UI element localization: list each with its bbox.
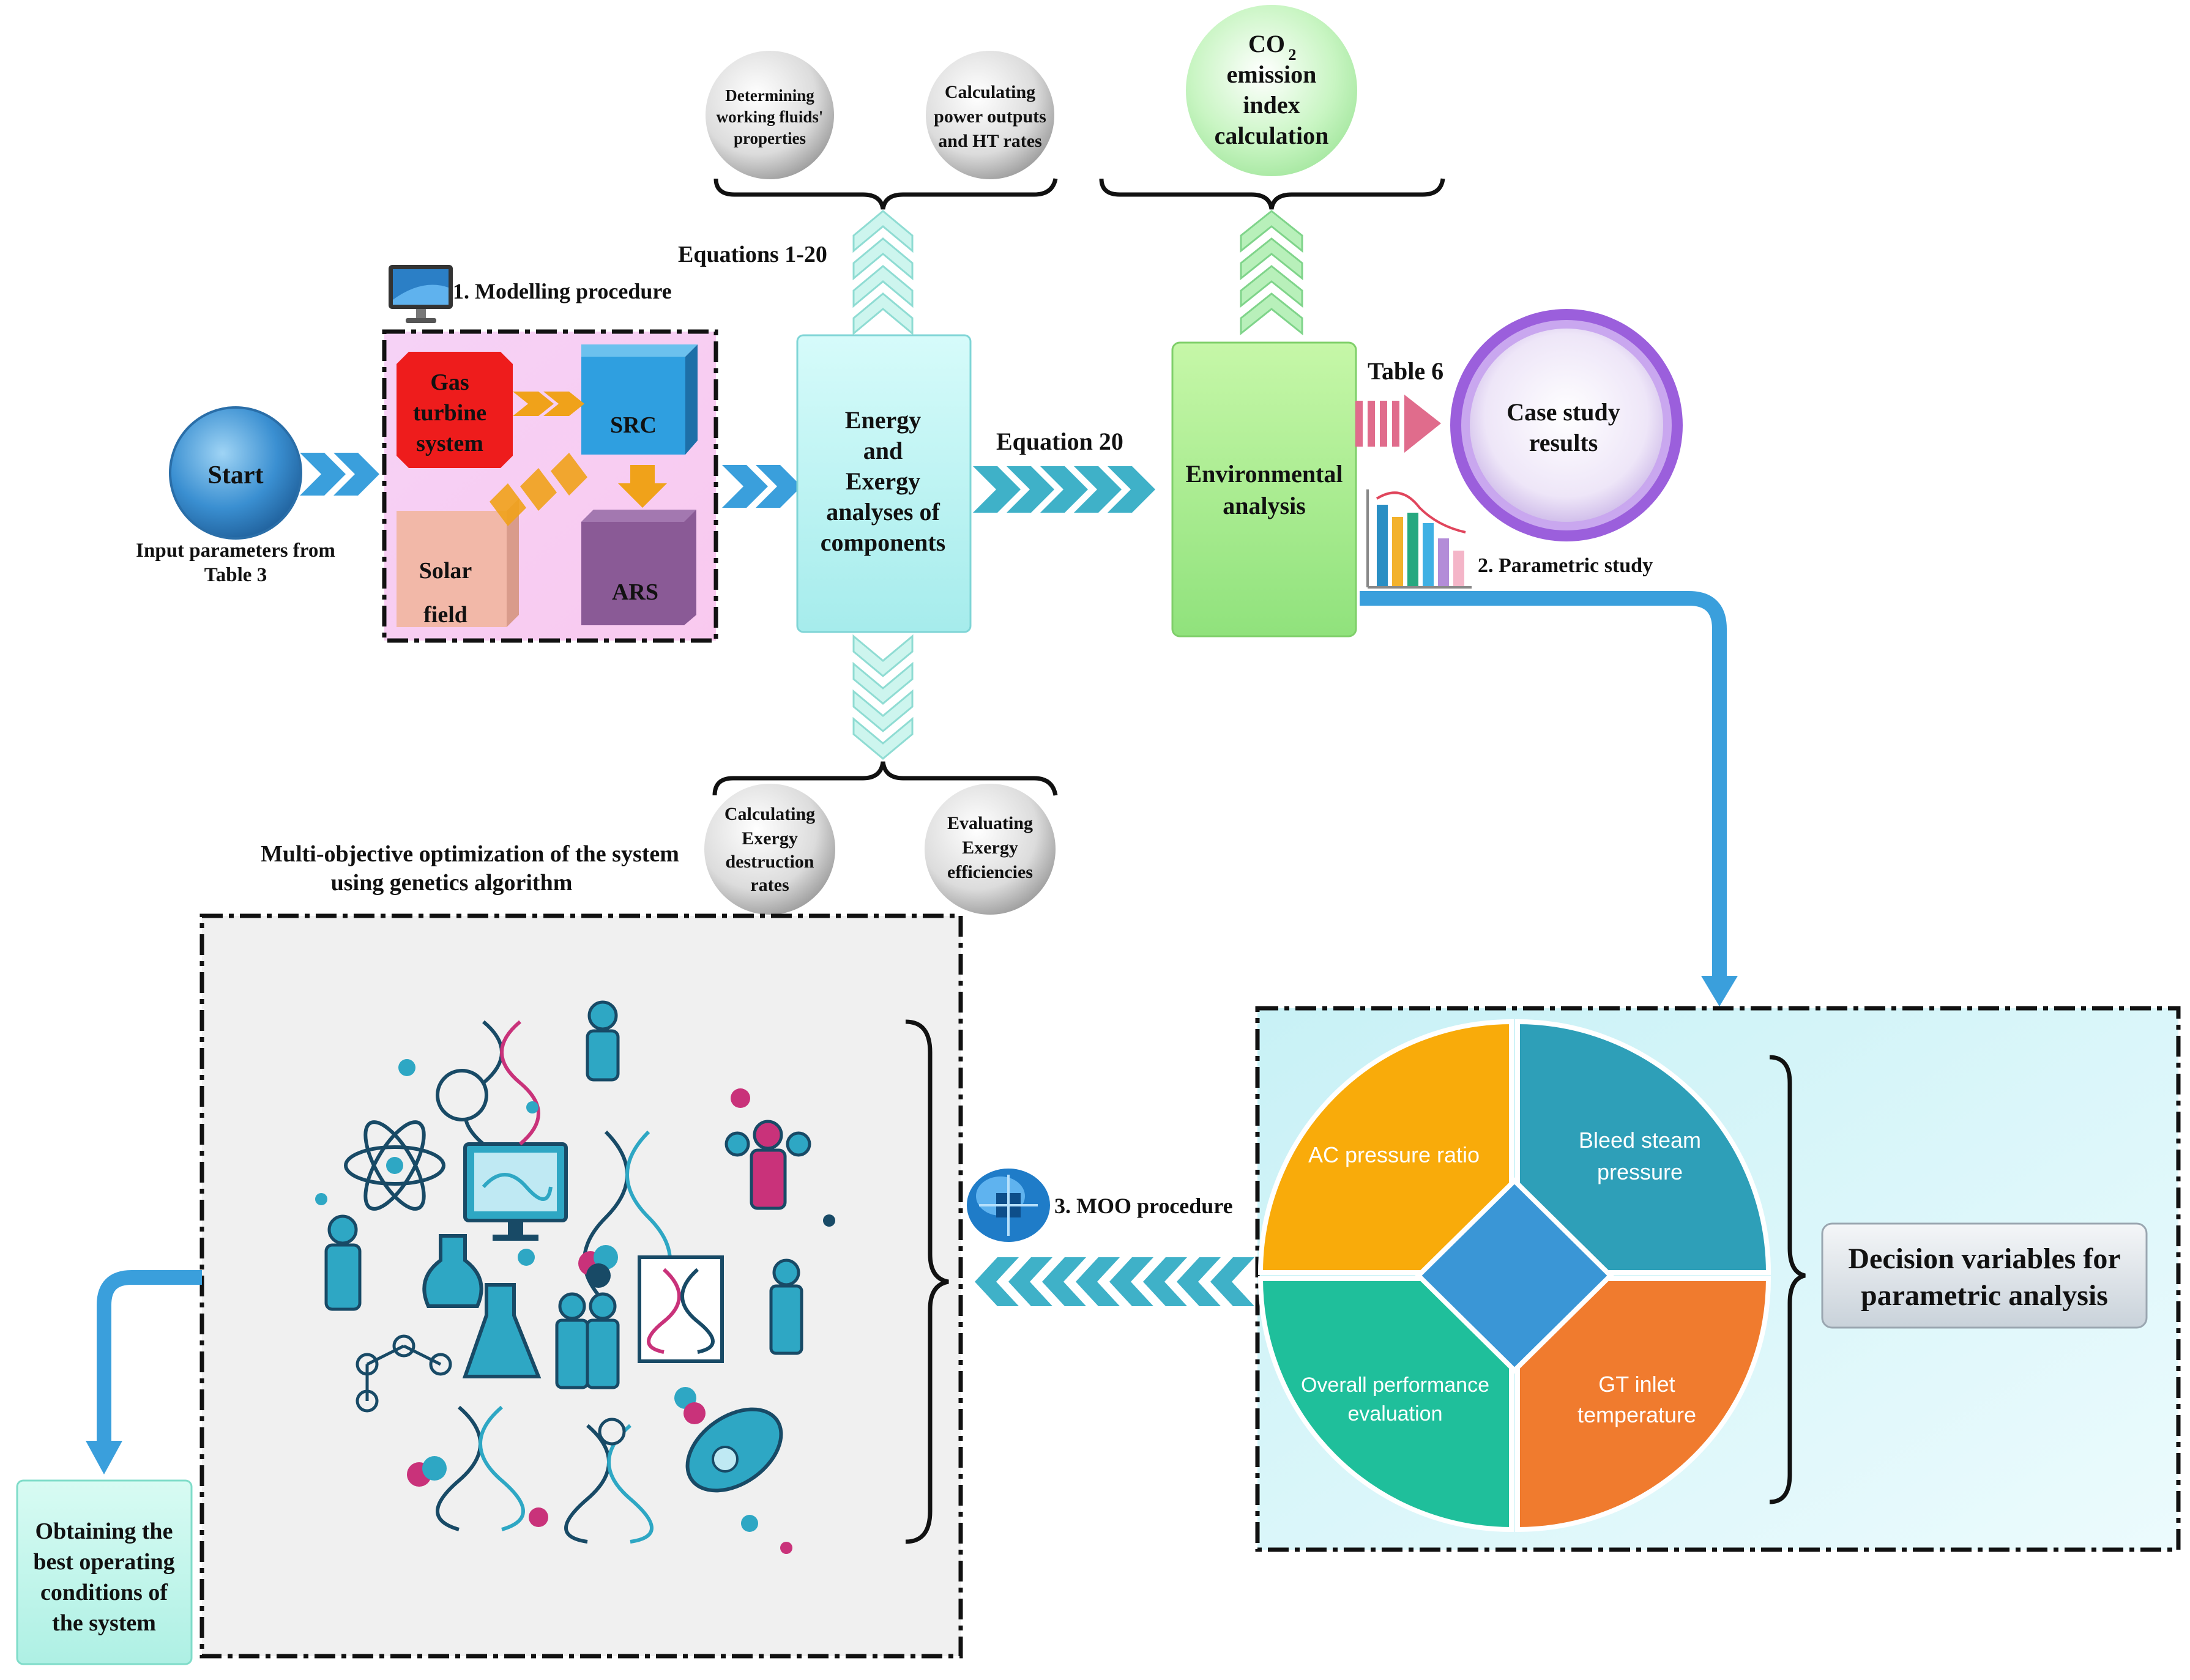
chevron-arrow-moo	[975, 1257, 1254, 1306]
input-params-line1: Input parameters from	[136, 540, 335, 562]
evaluating-efficiencies-node: Evaluating Exergy efficiencies	[925, 784, 1056, 915]
science-collage-icon	[306, 1000, 863, 1563]
table6-label: Table 6	[1368, 357, 1443, 385]
labels-best-line1: Obtaining the	[35, 1518, 173, 1544]
table6-arrow	[1355, 395, 1441, 453]
labels-det-line1: Determining	[725, 86, 814, 105]
chevron-stack-up-env	[1240, 210, 1303, 336]
bleed-steam-line2: pressure	[1597, 1159, 1683, 1184]
decision-variables-box: Decision variables for parametric analys…	[1821, 1222, 2148, 1329]
calculating-exergy-destruction-node: Calculating Exergy destruction rates	[704, 784, 835, 915]
connector-to-decision-panel	[1360, 591, 1727, 976]
decision-variables-pie: AC pressure ratio Bleed steam pressure O…	[1257, 1019, 1771, 1533]
labels-best-line3: conditions of	[40, 1580, 168, 1605]
labels-best-line2: best operating	[33, 1549, 174, 1575]
labels-energy-line2: and	[863, 437, 903, 464]
labels-energy-line4: analyses of	[826, 498, 940, 526]
labels-energy-line5: components	[821, 529, 945, 556]
moo-procedure-label: 3. MOO procedure	[1054, 1194, 1233, 1218]
labels-det-line3: properties	[734, 129, 806, 147]
co2-emission-node: CO 2 emission index calculation	[1186, 5, 1357, 176]
moo-title-line1: Multi-objective optimization of the syst…	[261, 841, 679, 867]
gas-turbine-block: Gas turbine system	[397, 352, 513, 468]
labels-co2-line4: calculation	[1215, 122, 1329, 149]
labels-eval-line2: Exergy	[962, 838, 1018, 858]
environmental-box: Environmental analysis	[1171, 341, 1357, 637]
labels-calc-ex-line2: Exergy	[742, 828, 798, 849]
brace-decision	[1769, 1055, 1806, 1504]
equations-1-20-label: Equations 1-20	[678, 242, 827, 267]
brace-moo	[905, 1019, 949, 1544]
src-block: SRC	[581, 344, 698, 455]
brain-chip-icon	[967, 1169, 1050, 1242]
chevron-arrow-start	[300, 453, 379, 496]
overall-performance-line2: evaluation	[1347, 1402, 1442, 1425]
labels-calc-power-line3: and HT rates	[938, 131, 1041, 151]
labels-decision-line2: parametric analysis	[1861, 1279, 2108, 1312]
labels-src: SRC	[610, 412, 657, 438]
parametric-study-label: 2. Parametric study	[1478, 554, 1653, 577]
bleed-steam-line1: Bleed steam	[1579, 1128, 1701, 1153]
chevron-stack-down-energy	[852, 634, 914, 760]
chevron-arrow-equation20	[973, 466, 1155, 513]
modelling-label: 1. Modelling procedure	[453, 279, 672, 303]
labels-energy-line1: Energy	[845, 406, 921, 434]
solar-field-block: Solar field	[397, 499, 519, 628]
labels-env-line1: Environmental	[1185, 460, 1343, 488]
labels-co2-line1: CO	[1248, 30, 1285, 58]
labels-gas-turbine-line2: turbine	[413, 400, 486, 426]
gt-inlet-line2: temperature	[1577, 1402, 1696, 1427]
labels-energy-line3: Exergy	[846, 467, 920, 495]
labels-case-line2: results	[1529, 429, 1598, 456]
labels-gas-turbine-line3: system	[416, 431, 483, 456]
labels-solar-line2: field	[423, 602, 467, 628]
calculating-power-node: Calculating power outputs and HT rates	[926, 51, 1054, 179]
ars-block: ARS	[581, 510, 696, 625]
labels-case-line1: Case study	[1507, 398, 1620, 426]
labels-det-line2: working fluids'	[717, 108, 824, 126]
labels-decision-line1: Decision variables for	[1848, 1243, 2120, 1275]
arrowhead-to-best-conditions	[86, 1441, 122, 1474]
chevron-stack-up-energy	[852, 210, 914, 336]
brace-top-env	[1099, 178, 1445, 210]
labels-calc-ex-line4: rates	[750, 875, 789, 895]
moo-title-line2: using genetics algorithm	[331, 870, 573, 896]
bar-chart-icon	[1366, 489, 1472, 589]
determining-properties-node: Determining working fluids' properties	[706, 51, 834, 179]
labels-solar-line1: Solar	[419, 558, 472, 584]
labels-ars: ARS	[612, 579, 658, 605]
gt-inlet-line1: GT inlet	[1598, 1372, 1675, 1397]
energy-box: Energy and Exergy analyses of components	[796, 334, 972, 633]
ac-pressure-label: AC pressure ratio	[1308, 1142, 1480, 1167]
equation-20-label: Equation 20	[996, 428, 1123, 455]
labels-co2-line3: index	[1243, 91, 1300, 119]
monitor-icon	[389, 265, 453, 323]
start-node: Start	[169, 406, 302, 540]
best-conditions-box: Obtaining the best operating conditions …	[16, 1479, 193, 1665]
labels-calc-power-line2: power outputs	[934, 106, 1046, 127]
labels-calc-power-line1: Calculating	[945, 82, 1035, 102]
connector-to-best-conditions	[97, 1270, 202, 1441]
labels-gas-turbine-line1: Gas	[430, 370, 469, 395]
labels-env-line2: analysis	[1223, 492, 1306, 519]
orange-arrows	[490, 392, 667, 526]
input-params-line2: Table 3	[204, 564, 267, 586]
labels-calc-ex-line3: destruction	[726, 852, 814, 872]
labels-co2-line2: emission	[1227, 61, 1317, 88]
case-study-node: Case study results	[1450, 309, 1683, 541]
labels-calc-ex-line1: Calculating	[724, 804, 815, 824]
brace-top-energy	[713, 178, 1058, 210]
labels-co2-sub: 2	[1289, 46, 1297, 64]
labels-eval-line3: efficiencies	[947, 862, 1033, 882]
brace-bottom-energy	[712, 761, 1058, 796]
labels-eval-line1: Evaluating	[947, 813, 1033, 833]
arrowhead-to-decision-panel	[1701, 976, 1738, 1006]
start-label: Start	[208, 461, 264, 489]
labels-best-line4: the system	[52, 1610, 156, 1636]
chevron-arrow-model	[722, 465, 802, 508]
overall-performance-line1: Overall performance	[1301, 1373, 1489, 1397]
